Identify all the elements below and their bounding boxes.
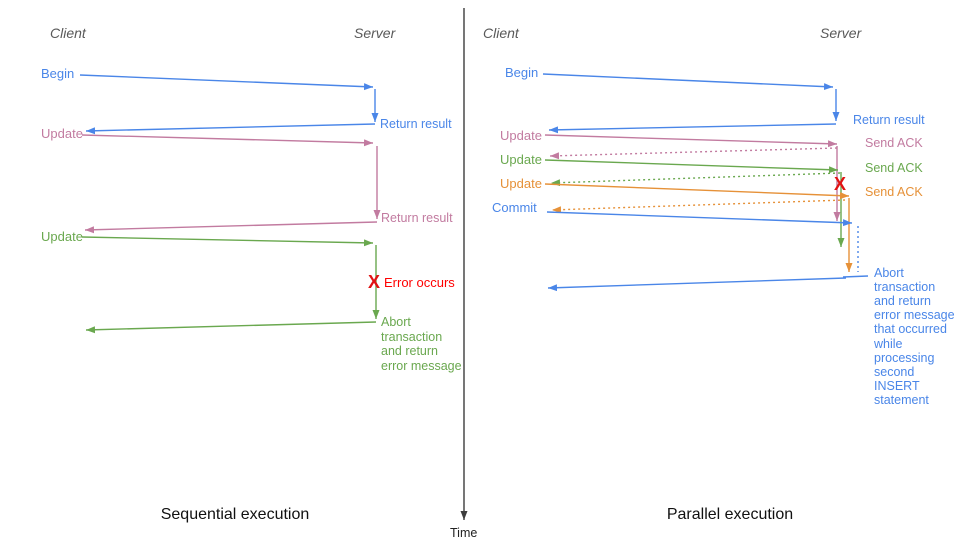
time-axis: Time bbox=[450, 8, 477, 540]
par-abort-line-10: statement bbox=[874, 393, 929, 407]
par-error-x-icon: X bbox=[834, 174, 846, 194]
seq-abort-line-3: and return bbox=[381, 344, 438, 358]
par-abort-line-1: Abort bbox=[874, 266, 904, 280]
par-send-ack-2-label: Send ACK bbox=[865, 161, 923, 175]
par-commit-label: Commit bbox=[492, 200, 537, 215]
par-abort-line-2: transaction bbox=[874, 280, 935, 294]
par-abort-line-8: second bbox=[874, 365, 914, 379]
par-abort-return-line bbox=[547, 277, 847, 292]
par-send-ack-3-label: Send ACK bbox=[865, 185, 923, 199]
seq-abort-line-1: Abort bbox=[381, 315, 411, 329]
par-abort-tick-line bbox=[842, 275, 869, 278]
par-update-3-label: Update bbox=[500, 176, 542, 191]
seq-abort-line-4: error message bbox=[381, 359, 462, 373]
par-abort-line-5: that occurred bbox=[874, 322, 947, 336]
par-update-1-request-line bbox=[544, 134, 838, 148]
par-update-2-request-line bbox=[544, 159, 839, 174]
seq-client-header: Client bbox=[50, 25, 87, 41]
seq-update-1-request-line bbox=[81, 134, 374, 147]
par-send-ack-2-line bbox=[550, 172, 841, 187]
seq-update-2-label: Update bbox=[41, 229, 83, 244]
seq-update-2-request-line bbox=[81, 236, 374, 247]
seq-error-x-icon: X bbox=[368, 272, 380, 292]
seq-abort-return-line bbox=[85, 321, 377, 334]
par-send-ack-3-line bbox=[551, 199, 846, 214]
seq-update-1-label: Update bbox=[41, 126, 83, 141]
parallel-panel: Client Server Begin Return result Update… bbox=[483, 25, 955, 523]
seq-server-header: Server bbox=[354, 25, 397, 41]
sequential-panel: Client Server Begin Return result Update… bbox=[41, 25, 462, 523]
par-update-1-label: Update bbox=[500, 128, 542, 143]
seq-begin-request-line bbox=[79, 74, 374, 91]
seq-abort-line-2: transaction bbox=[381, 330, 442, 344]
seq-title: Sequential execution bbox=[161, 506, 310, 523]
par-send-ack-1-line bbox=[549, 147, 838, 160]
par-server-header: Server bbox=[820, 25, 863, 41]
par-begin-label: Begin bbox=[505, 65, 538, 80]
par-abort-line-3: and return bbox=[874, 294, 931, 308]
seq-return-result-2-line bbox=[84, 221, 378, 234]
par-abort-line-6: while bbox=[873, 337, 903, 351]
par-return-result-label: Return result bbox=[853, 113, 925, 127]
par-update-3-request-line bbox=[544, 183, 850, 200]
seq-begin-label: Begin bbox=[41, 66, 74, 81]
par-client-header: Client bbox=[483, 25, 520, 41]
par-commit-request-line bbox=[546, 211, 853, 227]
par-send-ack-1-label: Send ACK bbox=[865, 136, 923, 150]
seq-return-result-1-label: Return result bbox=[380, 117, 452, 131]
par-abort-line-7: processing bbox=[874, 351, 934, 365]
seq-return-result-2-label: Return result bbox=[381, 211, 453, 225]
par-begin-request-line bbox=[542, 73, 834, 91]
seq-error-occurs-label: Error occurs bbox=[384, 275, 455, 290]
par-abort-line-4: error message bbox=[874, 308, 955, 322]
par-update-2-label: Update bbox=[500, 152, 542, 167]
par-abort-line-9: INSERT bbox=[874, 379, 920, 393]
par-title: Parallel execution bbox=[667, 506, 793, 523]
par-return-result-line bbox=[548, 123, 837, 134]
time-axis-label: Time bbox=[450, 526, 477, 540]
seq-return-result-1-line bbox=[85, 123, 376, 135]
